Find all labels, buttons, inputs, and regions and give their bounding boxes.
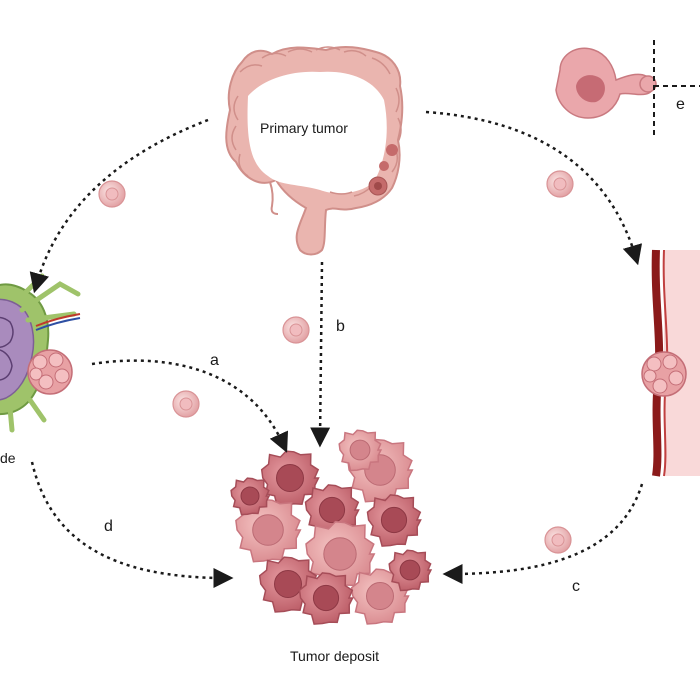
pathway-d-label: d: [104, 518, 113, 535]
arrow-a: [91, 359, 289, 453]
pathway-c-label: c: [572, 578, 580, 595]
pathway-e-label: e: [676, 96, 685, 113]
tumor-cell-icon: [282, 316, 310, 344]
tumor-deposit-icon: [230, 429, 433, 625]
primary-tumor-label: Primary tumor: [260, 120, 348, 136]
tumor-cell-cluster-icon: [641, 351, 687, 397]
tumor-cell-icon: [98, 180, 126, 208]
arrow-b: [310, 261, 331, 448]
tumor-deposit-label: Tumor deposit: [290, 648, 379, 664]
pathway-b-label: b: [336, 318, 345, 335]
tumor-cell-icon: [546, 170, 574, 198]
lymph-node-icon: [0, 273, 81, 433]
tumor-cell-icon: [544, 526, 572, 554]
tumor-cell-cluster-icon: [27, 349, 73, 395]
colon-icon: [225, 45, 404, 256]
migrating-cell-icon: [555, 47, 657, 119]
pathway-a-label: a: [210, 352, 219, 369]
tumor-cell-icon: [172, 390, 200, 418]
lymph-node-label: de: [0, 450, 16, 466]
arrow-d: [30, 461, 234, 588]
blood-vessel-icon: [641, 249, 700, 477]
arrow-primary-to-vessel: [425, 110, 643, 266]
arrow-c: [442, 483, 644, 584]
